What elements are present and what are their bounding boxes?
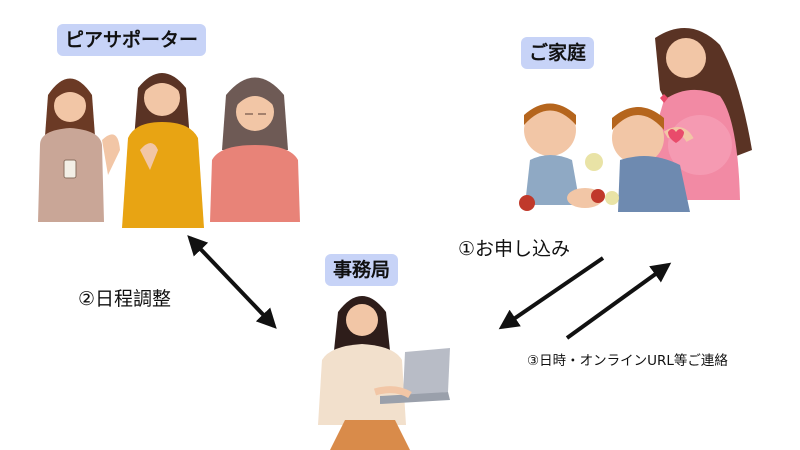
edge-schedule-label: ②日程調整 <box>78 288 172 310</box>
schedule-arrow <box>187 235 277 329</box>
office-worker-illustration <box>318 296 450 450</box>
family-illustration <box>519 28 752 212</box>
apply-arrow <box>498 256 605 330</box>
edge-apply-label: ①お申し込み <box>458 238 571 260</box>
node-supporters-label: ピアサポーター <box>57 24 207 56</box>
node-family-label: ご家庭 <box>521 37 595 69</box>
edge-contact-label: ③日時・オンラインURL等ご連絡 <box>527 353 728 369</box>
node-office-label: 事務局 <box>325 254 399 286</box>
peer-supporters-illustration <box>38 73 300 228</box>
contact-arrow <box>565 262 672 340</box>
